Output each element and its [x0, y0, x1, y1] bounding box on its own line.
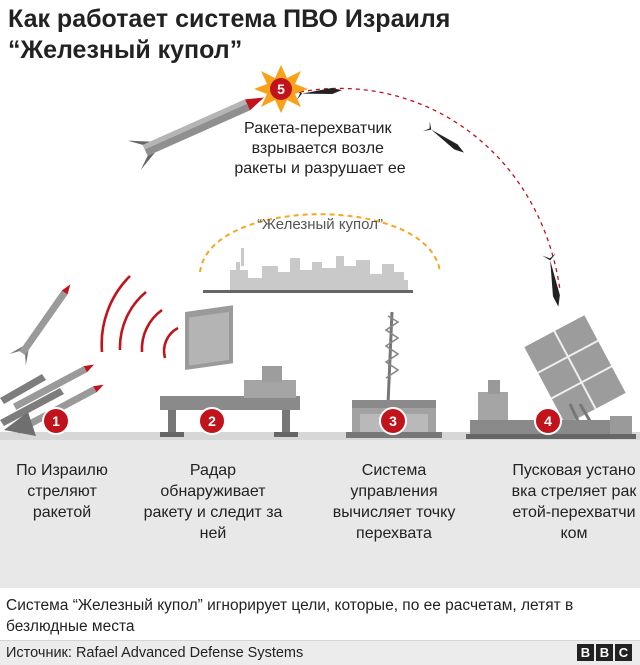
enemy-launcher-icon: [0, 284, 104, 436]
title-line-1: Как работает система ПВО Израиля: [8, 5, 451, 33]
title-line-2: “Железный купол”: [8, 36, 243, 64]
dome-label: “Железный купол”: [257, 216, 383, 233]
incoming-rocket-icon: [542, 253, 560, 307]
step-3-label: Система управления вычисляет точку перех…: [332, 462, 456, 542]
ground-strip: [0, 438, 640, 588]
bbc-logo: B B C: [577, 644, 632, 661]
dome-arc: [199, 213, 441, 273]
bbc-logo-letter: B: [577, 644, 594, 661]
step-4-number: 4: [544, 413, 552, 429]
step-marker-4: 4: [534, 407, 562, 435]
explosion-burst-icon: 5: [254, 65, 308, 113]
footnote: Система “Железный купол” игнорирует цели…: [6, 597, 574, 635]
step-3-number: 3: [389, 413, 397, 429]
step-marker-2: 2: [198, 407, 226, 435]
radar-waves-icon: [100, 275, 179, 359]
interception-caption: Ракета-перехватчик взрывается возле раке…: [234, 120, 405, 177]
step-4-label: Пусковая установка стреляет ракетой-пере…: [511, 462, 637, 542]
rocket-trajectory: [299, 87, 561, 291]
interception-caption-line: Ракета-перехватчик: [244, 120, 392, 137]
step-5-number: 5: [277, 81, 285, 97]
source-text: Источник: Rafael Advanced Defense System…: [6, 645, 304, 661]
step-2-number: 2: [208, 413, 216, 429]
step-1-label: По Израилю стреляют ракетой: [16, 462, 108, 521]
bbc-logo-letter: C: [615, 644, 632, 661]
step-2-label: Радар обнаруживает ракету и следит за не…: [143, 462, 283, 542]
bbc-logo-letter: B: [596, 644, 613, 661]
step-marker-1: 1: [42, 407, 70, 435]
incoming-rocket-icon: [295, 87, 342, 101]
step-1-number: 1: [52, 413, 60, 429]
radar-icon: [160, 305, 300, 437]
interception-caption-line: взрывается возле: [252, 140, 384, 157]
source-bar: Источник: Rafael Advanced Defense System…: [0, 640, 640, 665]
page-title: Как работает система ПВО Израиля “Железн…: [8, 4, 450, 66]
interception-caption-line: ракеты и разрушает ее: [234, 160, 405, 177]
city-skyline-icon: [203, 248, 413, 293]
incoming-rocket-icon: [422, 121, 465, 153]
step-marker-3: 3: [379, 407, 407, 435]
